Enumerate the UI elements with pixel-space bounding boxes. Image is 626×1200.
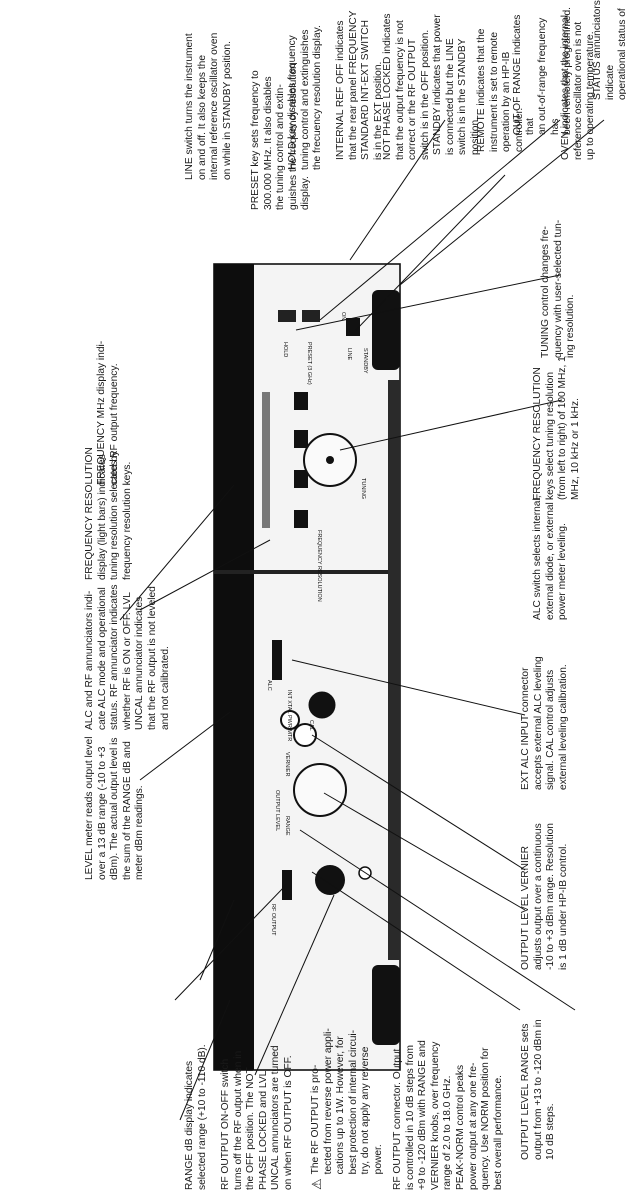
- panel-label-vernier: VERNIER: [284, 752, 290, 776]
- caption-level-meter: LEVEL meter reads output level over a 13…: [84, 736, 146, 880]
- panel-label-preset: PRESET (3 GHz): [306, 342, 312, 385]
- caption-range-display: RANGE dB display indicates selected rang…: [184, 1044, 208, 1190]
- panel-label-standby: STANDBY: [362, 348, 368, 374]
- caption-rf-output-connector: RF OUTPUT connector. Output is controlle…: [392, 1040, 504, 1190]
- ext-alc-input-connector[interactable]: [308, 691, 336, 719]
- freq-res-key-1[interactable]: [294, 510, 308, 528]
- panel-label-line: LINE: [346, 348, 352, 361]
- leader-lines: [119, 119, 605, 1121]
- rf-output-switch[interactable]: [282, 870, 292, 900]
- panel-label-alc: ALC: [266, 680, 272, 691]
- caption-rf-output-switch: RF OUTPUT ON-OFF switch turns off the RF…: [220, 1045, 294, 1190]
- warning-text: The RF OUTPUT is pro- tected from revers…: [310, 1028, 384, 1175]
- cal-control[interactable]: [280, 710, 300, 730]
- caption-output-level-vernier: OUTPUT LEVEL VERNIER adjusts output over…: [520, 823, 569, 970]
- panel-label-cal: CAL: [308, 720, 314, 731]
- tuning-knob-center: [326, 456, 334, 464]
- caption-remote: REMOTE indicates that the instrument is …: [476, 28, 525, 152]
- panel-label-rf-output: RF OUTPUT: [270, 904, 276, 936]
- freq-res-key-2[interactable]: [294, 470, 308, 488]
- freq-res-key-3[interactable]: [294, 430, 308, 448]
- caption-internal-ref-off: INTERNAL REF OFF indicates that the rear…: [335, 10, 384, 160]
- caption-not-phase-locked: NOT PHASE LOCKED indicates that the outp…: [382, 13, 431, 160]
- panel-label-output-level: OUTPUT LEVEL: [274, 790, 280, 831]
- caption-tuning-control: TUNING control changes fre- quency with …: [540, 219, 577, 358]
- rf-output-connector[interactable]: [315, 865, 345, 895]
- panel-label-range: RANGE: [284, 816, 290, 836]
- freq-res-light-bars: [262, 392, 270, 528]
- preset-button[interactable]: [302, 310, 320, 322]
- panel-label-freq-resolution: FREQUENCY RESOLUTION: [316, 530, 322, 602]
- panel-foot-bottom: [372, 965, 400, 1045]
- panel-label-hold: HOLD: [282, 342, 288, 357]
- panel-label-tuning: TUNING: [360, 478, 366, 499]
- hold-button[interactable]: [278, 310, 296, 322]
- alc-switch[interactable]: [272, 640, 282, 680]
- display-strip: [214, 264, 254, 1070]
- caption-output-level-range: OUTPUT LEVEL RANGE sets output from +13 …: [520, 1019, 557, 1160]
- freq-res-key-4[interactable]: [294, 392, 308, 410]
- caption-line: LINE switch turns the instrument on and …: [184, 32, 233, 180]
- caption-warning: ⚠ The RF OUTPUT is pro- tected from reve…: [309, 1028, 386, 1190]
- panel-bottom-strip: [388, 380, 400, 960]
- caption-preset: PRESET key sets frequency to 300.000 MHz…: [250, 63, 312, 210]
- caption-alc-switch: ALC switch selects internal, external di…: [532, 495, 569, 620]
- output-level-vernier-knob[interactable]: [293, 723, 317, 747]
- line-switch[interactable]: [346, 318, 360, 336]
- caption-frequency-mhz-display: FREQUENCY MHz display indi- cates RF out…: [96, 340, 120, 485]
- caption-alc-rf-annunciators: ALC and RF annunciators indi- cate ALC m…: [84, 584, 171, 730]
- output-level-range-knob[interactable]: [293, 763, 347, 817]
- caption-standby: STANDBY indicates that power is connecte…: [432, 14, 481, 155]
- panel-divider: [214, 570, 400, 574]
- caption-freq-resolution-keys: FREQUENCY RESOLUTION keys select tuning …: [532, 356, 581, 500]
- panel-label-int-xtal-pwr-mtr: INT XTAL PWR MTR: [286, 690, 292, 741]
- caption-ext-alc-input: EXT ALC INPUT connector accepts external…: [520, 656, 569, 790]
- panel-label-on: ON: [340, 312, 346, 320]
- warning-triangle-icon: ⚠: [309, 1178, 324, 1190]
